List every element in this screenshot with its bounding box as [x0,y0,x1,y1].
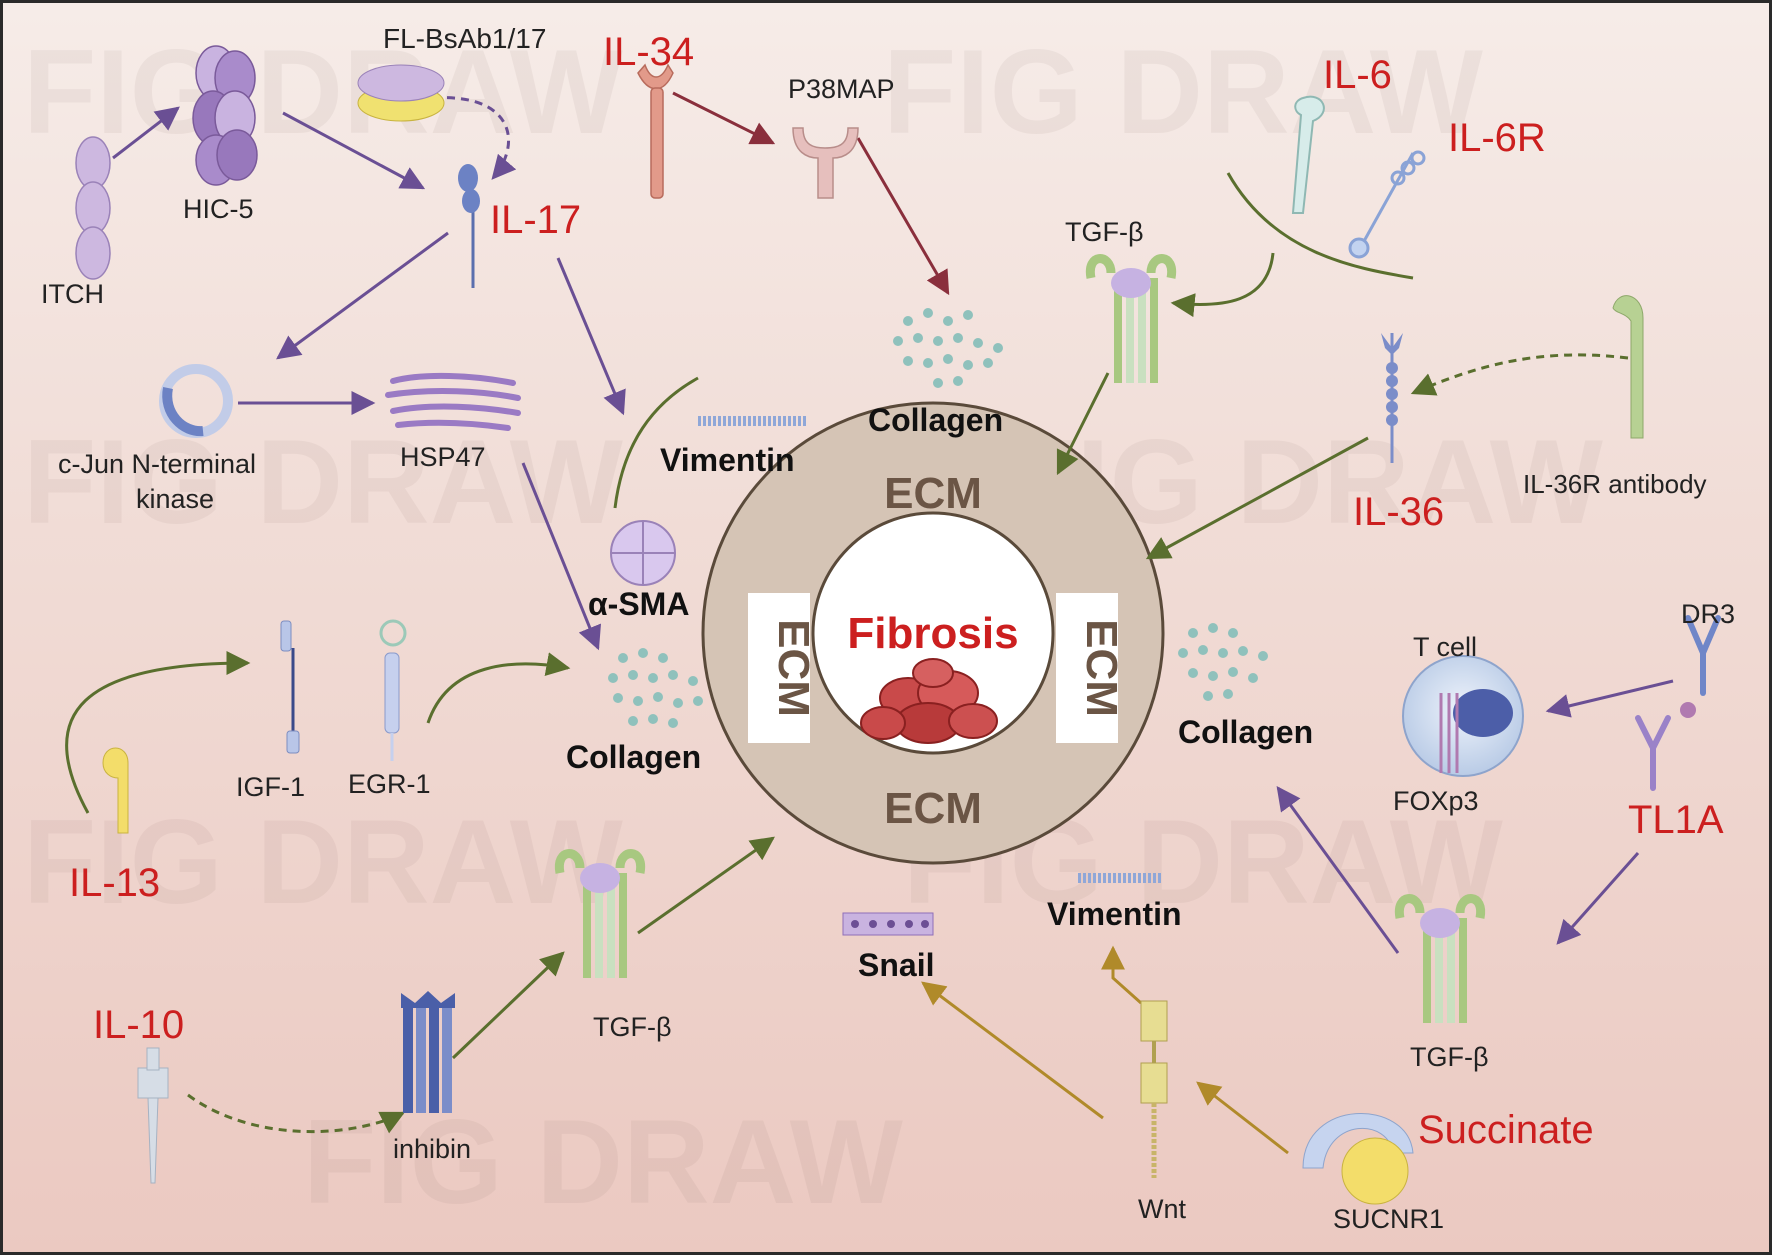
tgfb-receptor-top-icon [1085,254,1177,383]
il36-receptor-icon [1381,333,1403,463]
label-sucnr1: SUCNR1 [1333,1204,1444,1234]
label-tgfb-bottom-left: TGF-β [593,1012,672,1042]
tgfb-receptor-bottom-right-icon [1394,894,1486,1023]
label-cjun: c-Jun N-terminal [58,449,256,479]
dr3-tl1a-junction [1680,702,1696,718]
label-hic5: HIC-5 [183,194,254,224]
label-il36r-ab: IL-36R antibody [1523,469,1707,499]
label-tl1a: TL1A [1628,798,1724,842]
il6-cytokine-icon [1291,95,1325,214]
label-il6r: IL-6R [1448,116,1546,160]
label-vimentin-bottom: Vimentin [1047,896,1182,932]
label-il36: IL-36 [1353,490,1444,534]
ecm-label-left: ECM [769,619,818,717]
label-foxp3: FOXp3 [1393,786,1479,816]
label-fl-bsab: FL-BsAb1/17 [383,23,546,54]
label-wnt: Wnt [1138,1194,1187,1224]
p38map-receptor-icon [792,127,859,199]
label-il17: IL-17 [490,198,581,242]
label-tgfb-bottom-right: TGF-β [1410,1042,1489,1072]
tgfb-receptor-bottom-left-icon [554,849,646,978]
label-collagen-left: Collagen [566,739,701,775]
il13-cytokine-icon [102,747,129,834]
label-il10: IL-10 [93,1003,184,1047]
label-tcell: T cell [1413,632,1477,662]
hic5-protein-icon [192,45,258,186]
itch-protein-icon [75,136,111,280]
il6r-receptor-icon [1348,150,1426,259]
sucnr1-receptor-icon [1302,1113,1414,1205]
fibrosis-title: Fibrosis [847,609,1018,658]
label-asma: α-SMA [588,586,689,622]
label-inhibin: inhibin [393,1134,471,1164]
fibrotic-cells-icon [860,658,998,744]
ecm-label-right: ECM [1077,619,1126,717]
tcell-icon [1402,655,1524,777]
label-snail: Snail [858,947,934,983]
ecm-ring: ECM ECM ECM ECM Fibrosis [701,401,1165,865]
label-cjun-2: kinase [136,484,214,514]
il34-receptor-icon [637,63,674,199]
svg-text:FIG DRAW: FIG DRAW [23,415,624,549]
label-vimentin-top: Vimentin [660,442,795,478]
fibrosis-pathway-diagram: FIG DRAW FIG DRAW FIG DRAW FIG DRAW FIG … [23,23,1735,1234]
dr3-receptor-icon [1685,615,1721,696]
label-p38map: P38MAP [788,74,895,104]
cjun-kinase-icon [159,364,233,438]
label-collagen-right: Collagen [1178,714,1313,750]
svg-text:FIG DRAW: FIG DRAW [883,25,1484,159]
tl1a-ligand-icon [1635,715,1671,791]
labels: FL-BsAb1/17 IL-34 P38MAP IL-6 IL-6R HIC-… [41,23,1735,1234]
cell-membrane-arc [1226,172,1414,280]
il17-receptor-icon [458,164,480,288]
ecm-label-bottom: ECM [884,784,982,833]
arrows [65,91,1674,1155]
label-hsp47: HSP47 [400,442,486,472]
il36r-antibody-icon [1612,295,1644,439]
svg-text:FIG DRAW: FIG DRAW [23,25,624,159]
watermark: FIG DRAW FIG DRAW FIG DRAW FIG DRAW FIG … [23,25,1604,1229]
label-il13: IL-13 [69,861,160,905]
egr1-icon [379,619,407,761]
collagen-top-icon [893,308,1003,388]
collagen-right-icon [1178,623,1268,701]
label-egr1: EGR-1 [348,769,431,799]
wnt-icon [1140,1000,1168,1178]
il10-cytokine-icon [137,1047,169,1184]
igf1-receptor-icon [280,620,300,754]
label-tgfb-top: TGF-β [1065,217,1144,247]
label-collagen-top: Collagen [868,402,1003,438]
hsp47-icon [385,372,521,431]
label-il6: IL-6 [1323,53,1392,97]
label-igf1: IGF-1 [236,772,305,802]
label-succinate: Succinate [1418,1108,1594,1152]
collagen-left-icon [608,648,703,728]
label-dr3: DR3 [1681,599,1735,629]
asma-icon [610,376,699,586]
ecm-label-top: ECM [884,469,982,518]
inhibin-icon [401,991,455,1113]
label-itch: ITCH [41,279,104,309]
label-il34: IL-34 [603,30,694,74]
snail-icon [842,912,934,936]
fl-bsab-antibody-icon [357,64,445,122]
